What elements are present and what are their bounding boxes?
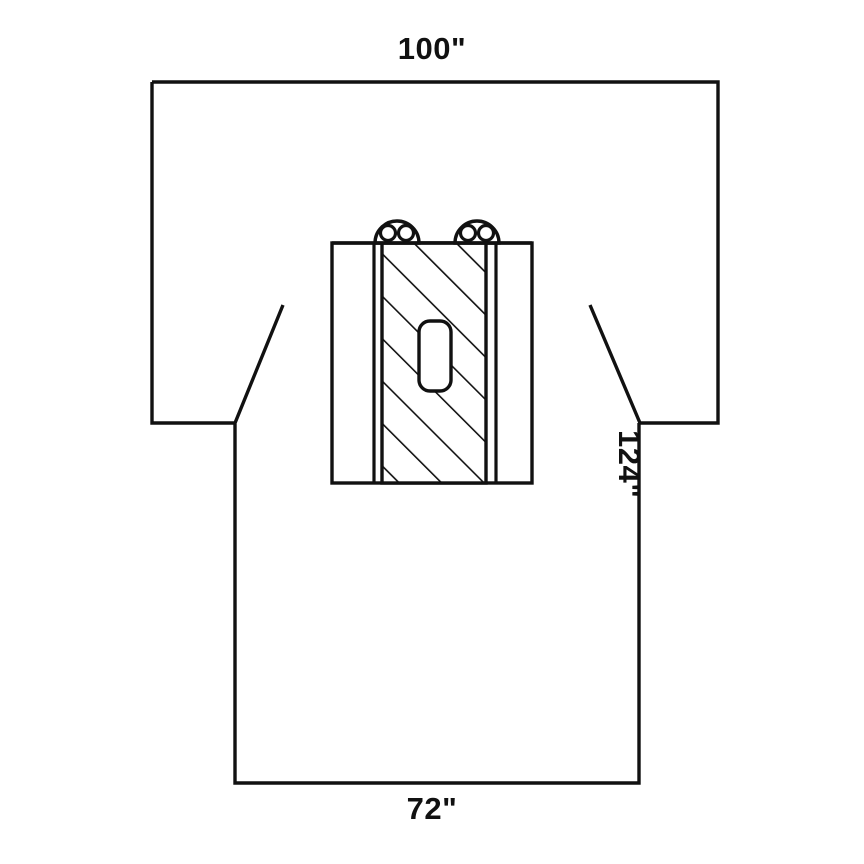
right-tab-hole-1 [458, 223, 478, 243]
dimension-label-top-width: 100" [397, 31, 467, 66]
right-tab-hole-2 [476, 223, 496, 243]
fenestration-opening [417, 319, 453, 393]
dimension-label-bottom-width: 72" [406, 791, 458, 826]
gown-upper-outline [150, 80, 720, 425]
left-tab-hole-2 [396, 223, 416, 243]
dimension-label-side-height: 124" [612, 430, 647, 499]
left-tab-hole-1 [378, 223, 398, 243]
gown-skirt-outline [233, 423, 641, 785]
